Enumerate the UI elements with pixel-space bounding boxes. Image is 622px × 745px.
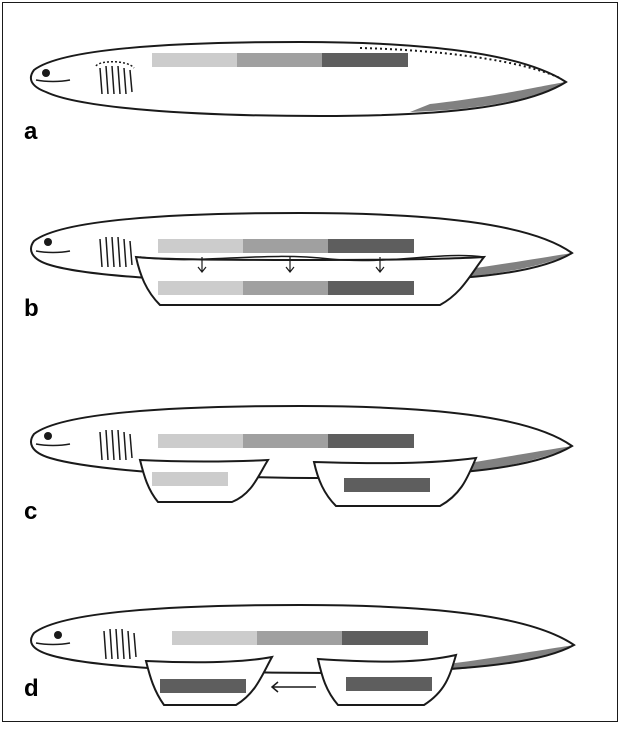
- eye-icon: [44, 432, 52, 440]
- panel-c: c: [0, 390, 622, 550]
- panel-label: d: [24, 675, 39, 703]
- arrow-left-icon: [272, 682, 316, 692]
- eye-icon: [42, 69, 50, 77]
- panel-a: a: [0, 20, 622, 180]
- pouch-left-segment-light: [152, 472, 228, 486]
- segment-dark: [342, 631, 428, 645]
- copy-segment-dark: [328, 281, 414, 295]
- segment-dark: [328, 434, 414, 448]
- segment-light: [158, 434, 244, 448]
- pouch-right-segment-dark: [346, 677, 432, 691]
- panel-label: a: [24, 118, 37, 146]
- eye-icon: [54, 631, 62, 639]
- segment-light: [158, 239, 244, 253]
- segment-dark: [322, 53, 408, 67]
- panel-label: b: [24, 295, 39, 323]
- segment-mid: [237, 53, 323, 67]
- segment-light: [152, 53, 238, 67]
- pouch-full: [136, 255, 484, 305]
- pouch-left-segment-dark: [160, 679, 246, 693]
- segment-mid: [243, 434, 329, 448]
- panel-label: c: [24, 498, 37, 526]
- segment-dark: [328, 239, 414, 253]
- panel-d: d: [0, 585, 622, 745]
- pouch-right-segment-dark: [344, 478, 430, 492]
- panel-b: b: [0, 195, 622, 355]
- segment-mid: [257, 631, 343, 645]
- copy-segment-mid: [243, 281, 329, 295]
- segment-light: [172, 631, 258, 645]
- copy-segment-light: [158, 281, 244, 295]
- segment-mid: [243, 239, 329, 253]
- eye-icon: [44, 238, 52, 246]
